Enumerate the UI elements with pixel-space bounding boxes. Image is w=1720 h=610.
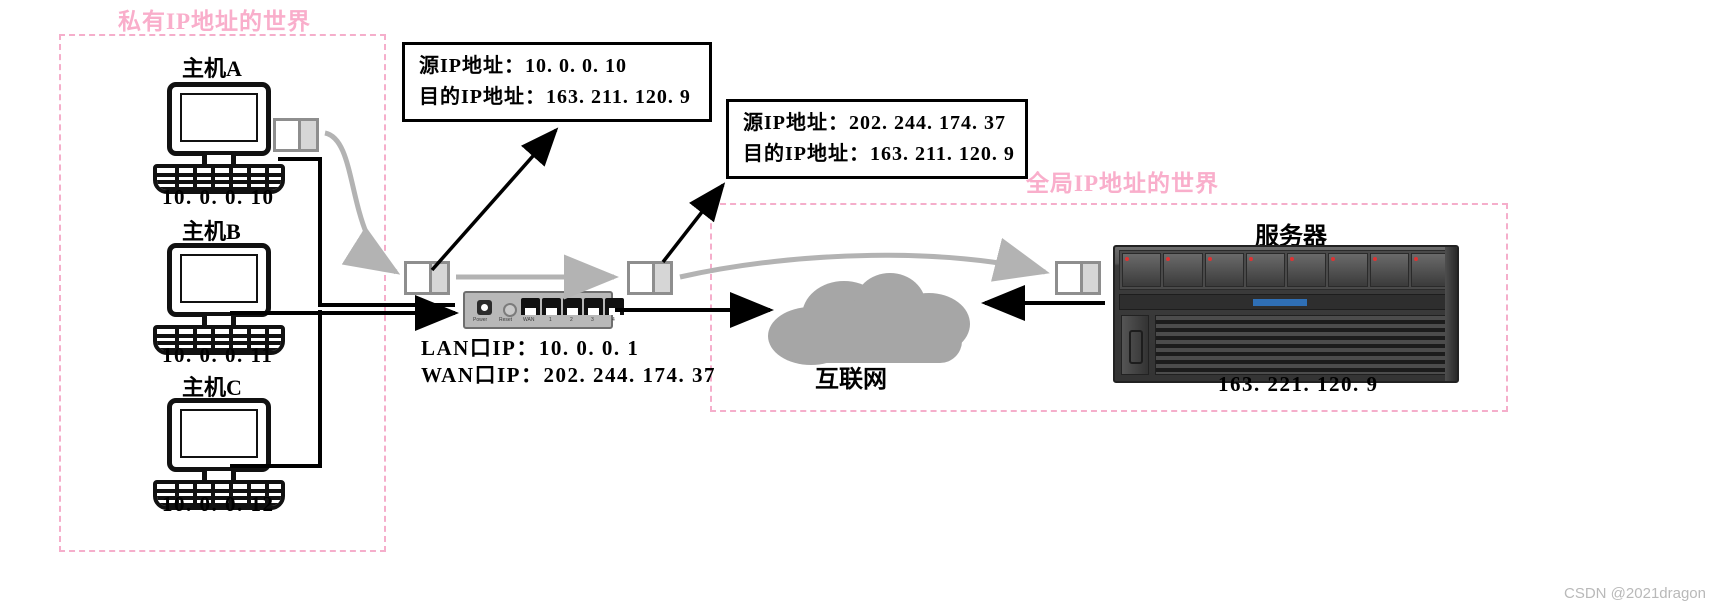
router-power-led — [477, 300, 492, 315]
router-tick-1: 1 — [549, 317, 552, 323]
router-power-label: Power — [473, 317, 488, 323]
callout-arrow-packet-1 — [430, 127, 559, 272]
host-a-computer — [153, 82, 285, 194]
internet-label: 互联网 — [815, 367, 887, 393]
host-c-keyboard — [153, 480, 285, 510]
host-c-stand — [202, 471, 236, 482]
host-b-monitor — [167, 243, 271, 317]
host-a-keyboard — [153, 164, 285, 194]
watermark: CSDN @2021dragon — [1564, 585, 1706, 602]
router-lan-ip-label: LAN口IP：10. 0. 0. 1 — [421, 336, 640, 360]
private-zone-title: 私有IP地址的世界 — [118, 9, 311, 34]
router-tick-4: 4 — [612, 317, 615, 323]
global-zone-title: 全局IP地址的世界 — [1026, 171, 1219, 196]
internet-cloud — [762, 273, 982, 365]
packet-chip-server-side — [1055, 261, 1101, 295]
router-port-2 — [563, 298, 582, 315]
server-rack — [1113, 245, 1459, 383]
packet-2-dst: 目的IP地址：163. 211. 120. 9 — [743, 143, 1015, 165]
packet-chip-lan-side — [404, 261, 450, 295]
packet-1-src: 源IP地址：10. 0. 0. 10 — [419, 55, 627, 77]
host-a-monitor — [167, 82, 271, 156]
router-wan-ip-label: WAN口IP：202. 244. 174. 37 — [421, 363, 717, 387]
router-reset-label: Reset — [499, 317, 513, 323]
host-b-computer — [153, 243, 285, 355]
server-drive-bays — [1119, 250, 1453, 290]
router-port-4 — [605, 298, 624, 315]
host-c-monitor — [167, 398, 271, 472]
packet-chip-host-a — [273, 118, 319, 152]
server-right-panel — [1445, 247, 1457, 381]
packet-2-src: 源IP地址：202. 244. 174. 37 — [743, 112, 1006, 134]
router-port-3 — [584, 298, 603, 315]
router-tick-wan: WAN — [523, 317, 535, 323]
host-b-ip: 10. 0. 0. 11 — [162, 343, 274, 367]
packet-info-box-1: 源IP地址：10. 0. 0. 10 目的IP地址：163. 211. 120.… — [402, 42, 712, 122]
server-vent-grill — [1155, 315, 1451, 375]
packet-info-box-2: 源IP地址：202. 244. 174. 37 目的IP地址：163. 211.… — [726, 99, 1028, 179]
server-handle — [1121, 315, 1149, 375]
router-port-wan — [521, 298, 540, 315]
host-c-ip: 10. 0. 0. 12 — [162, 492, 275, 516]
host-a-ip: 10. 0. 0. 10 — [162, 185, 275, 209]
global-zone-box — [710, 203, 1508, 412]
router-port-1 — [542, 298, 561, 315]
host-a-name: 主机A — [182, 56, 242, 81]
router-tick-2: 2 — [570, 317, 573, 323]
server-status-bar — [1119, 294, 1453, 310]
router-reset-button[interactable] — [503, 303, 517, 317]
server-ip: 163. 221. 120. 9 — [1218, 372, 1379, 396]
router-tick-3: 3 — [591, 317, 594, 323]
router-device: Power Reset WAN 1 2 3 4 — [463, 291, 624, 329]
host-a-stand — [202, 155, 236, 166]
host-b-name: 主机B — [182, 219, 241, 244]
packet-1-dst: 目的IP地址：163. 211. 120. 9 — [419, 86, 691, 108]
packet-chip-wan-side — [627, 261, 673, 295]
